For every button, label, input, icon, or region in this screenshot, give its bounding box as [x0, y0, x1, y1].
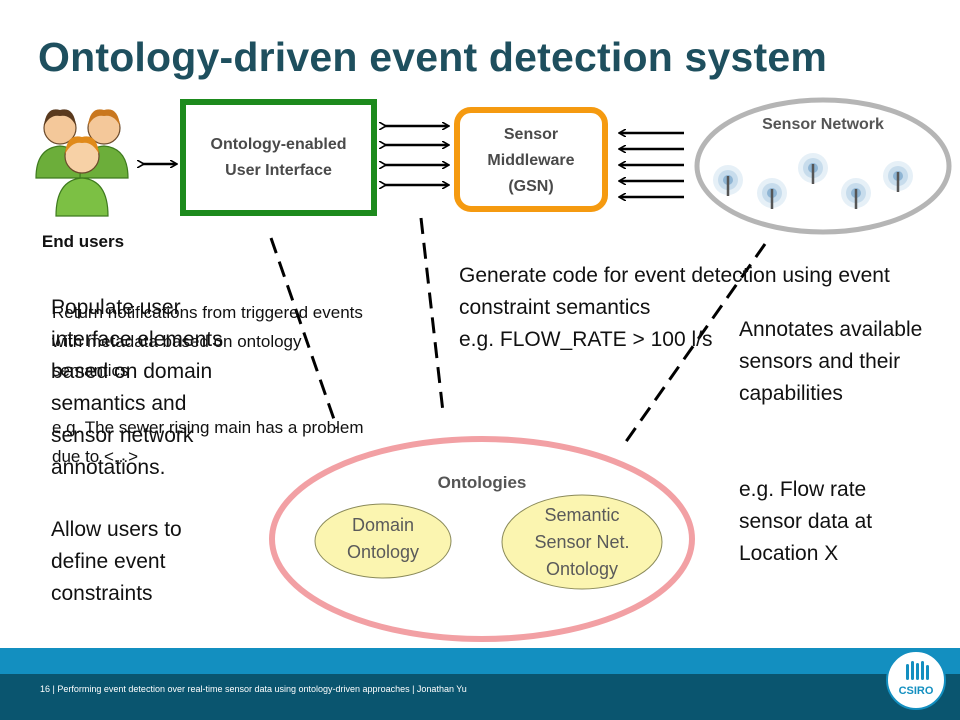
- footer-caption: Performing event detection over real-tim…: [57, 684, 467, 694]
- slide-title: Ontology-driven event detection system: [38, 34, 828, 80]
- end-users-label: End users: [41, 232, 125, 251]
- users-icon: [35, 109, 129, 217]
- dashed-connectors: [269, 217, 767, 444]
- middleware-box: [454, 107, 608, 212]
- sewer-example-text: e.g. The sewer rising main has a problem…: [52, 418, 364, 466]
- sensor-network-label: Sensor Network: [762, 116, 884, 133]
- domain-ontology-label: Domain Ontology: [346, 515, 420, 562]
- csiro-logo-text: CSIRO: [898, 685, 934, 697]
- return-notifications-text: Return notifications from triggered even…: [52, 303, 363, 380]
- ontologies-label: Ontologies: [437, 473, 527, 492]
- footer-dark-band: [0, 674, 960, 720]
- middleware-label: Sensor Middleware (GSN): [487, 126, 575, 195]
- footer-text: 16 | Performing event detection over rea…: [40, 684, 467, 694]
- sensor-middleware-arrows: [620, 133, 684, 197]
- csiro-logo-mark: [906, 661, 929, 680]
- flow-rate-sensor-text: e.g. Flow rate sensor data at Location X: [739, 478, 873, 565]
- generate-code-text: Generate code for event detection using …: [459, 264, 890, 319]
- populate-ui-text: Populate user interface elements based o…: [51, 296, 223, 479]
- annotates-sensors-text: Annotates available sensors and their ca…: [739, 318, 923, 405]
- footer-separator: |: [52, 684, 55, 694]
- domain-ontology-ellipse: [314, 503, 452, 579]
- ui-middleware-arrows: [385, 126, 448, 185]
- flow-rate-example-text: e.g. FLOW_RATE > 100 l/s: [459, 328, 713, 351]
- ssn-ontology-label: Semantic Sensor Net. Ontology: [534, 505, 630, 579]
- page-number: 16: [40, 684, 51, 694]
- ssn-ontology-ellipse: [501, 494, 663, 590]
- ui-box-label: Ontology-enabled User Interface: [210, 136, 347, 179]
- allow-users-text: Allow users to define event constraints: [51, 518, 182, 605]
- csiro-logo: CSIRO: [886, 650, 946, 710]
- sensor-icons: [713, 153, 913, 209]
- ui-box: [180, 99, 377, 216]
